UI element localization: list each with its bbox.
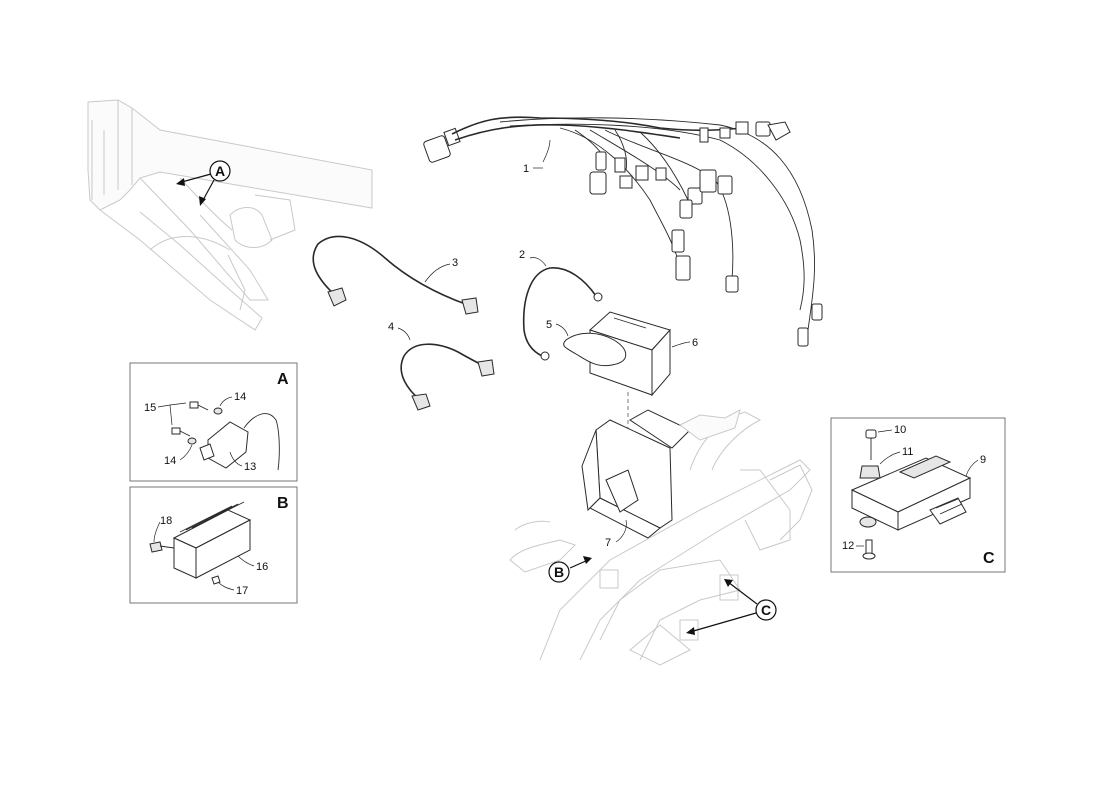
battery-cable-3: 3 [312, 235, 479, 315]
part-15-label: 15 [144, 402, 156, 414]
callout-a-label: A [215, 163, 225, 179]
part-14a-label: 14 [234, 391, 246, 403]
callout-a-frame: A [176, 160, 231, 206]
detail-box-a-letter: A [277, 371, 289, 388]
part-18-label: 18 [160, 515, 172, 527]
part-9-label: 9 [980, 454, 986, 466]
part-5-label: 5 [546, 319, 552, 331]
part-16-label: 16 [256, 561, 268, 573]
part-4-label: 4 [388, 321, 394, 333]
callout-c-frame: C [686, 579, 777, 635]
part-1-label: 1 [523, 139, 551, 175]
callout-c-label: C [761, 602, 771, 618]
part-6-label: 6 [692, 337, 698, 349]
frame-rear-illustration [509, 409, 813, 666]
part-2-label: 2 [519, 249, 525, 261]
battery-tray-7: 7 [581, 409, 691, 549]
battery-cable-2: 2 [519, 249, 603, 361]
detail-box-a: A 15 14 14 13 [129, 362, 298, 482]
part-10-label: 10 [894, 424, 906, 436]
callout-b-label: B [554, 564, 564, 580]
detail-box-b-letter: B [277, 495, 289, 512]
part-12-label: 12 [842, 540, 854, 552]
part-17-label: 17 [236, 585, 248, 597]
callout-b-frame: B [548, 556, 592, 583]
detail-box-c-letter: C [983, 550, 995, 567]
part-11-label: 11 [902, 446, 913, 458]
svg-text:1: 1 [523, 163, 529, 175]
part-7-label: 7 [605, 537, 611, 549]
battery-cable-4: 4 [388, 321, 495, 411]
frame-front-illustration [87, 99, 373, 331]
part-14b-label: 14 [164, 455, 176, 467]
detail-box-c: C 10 11 9 12 [830, 417, 1006, 573]
part-13-label: 13 [244, 461, 256, 473]
detail-box-b: B 18 16 17 [129, 486, 298, 604]
battery-strap-5: 5 [546, 319, 627, 367]
main-wiring-harness [423, 116, 823, 347]
part-3-label: 3 [452, 257, 458, 269]
